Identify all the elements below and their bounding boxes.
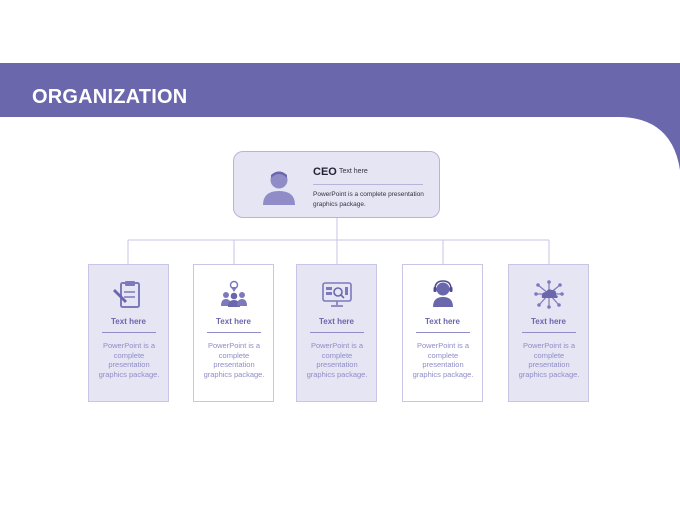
org-card-4: Text here PowerPoint is a complete prese…: [402, 264, 483, 402]
card-label: Text here: [531, 317, 566, 326]
card-label: Text here: [216, 317, 251, 326]
ceo-node: CEO Text here PowerPoint is a complete p…: [233, 151, 440, 218]
card-description: PowerPoint is a complete presentation gr…: [518, 341, 580, 379]
header-banner: [0, 63, 680, 117]
person-icon: [263, 171, 295, 205]
card-label: Text here: [111, 317, 146, 326]
org-card-2: Text here PowerPoint is a complete prese…: [193, 264, 274, 402]
banner-curve: [600, 110, 680, 170]
team-location-icon: [221, 280, 247, 307]
ceo-description: PowerPoint is a complete presentation gr…: [313, 191, 424, 208]
page-title: ORGANIZATION: [32, 86, 188, 108]
ceo-subtitle: Text here: [339, 168, 368, 175]
ceo-divider: [313, 184, 423, 185]
card-description: PowerPoint is a complete presentation gr…: [203, 341, 265, 379]
org-card-5: Text here PowerPoint is a complete prese…: [508, 264, 589, 402]
card-divider: [416, 332, 470, 333]
card-divider: [207, 332, 261, 333]
org-card-3: Text here PowerPoint is a complete prese…: [296, 264, 377, 402]
card-label: Text here: [425, 317, 460, 326]
cloud-network-icon: [534, 280, 564, 309]
clipboard-pen-icon: [113, 281, 140, 308]
card-description: PowerPoint is a complete presentation gr…: [412, 341, 474, 379]
card-label: Text here: [319, 317, 354, 326]
card-divider: [310, 332, 364, 333]
monitor-analytics-icon: [322, 282, 352, 307]
org-card-1: Text here PowerPoint is a complete prese…: [88, 264, 169, 402]
card-description: PowerPoint is a complete presentation gr…: [306, 341, 368, 379]
card-divider: [522, 332, 576, 333]
card-divider: [102, 332, 156, 333]
support-agent-icon: [433, 280, 453, 307]
ceo-title: CEO: [313, 166, 337, 178]
card-description: PowerPoint is a complete presentation gr…: [98, 341, 160, 379]
